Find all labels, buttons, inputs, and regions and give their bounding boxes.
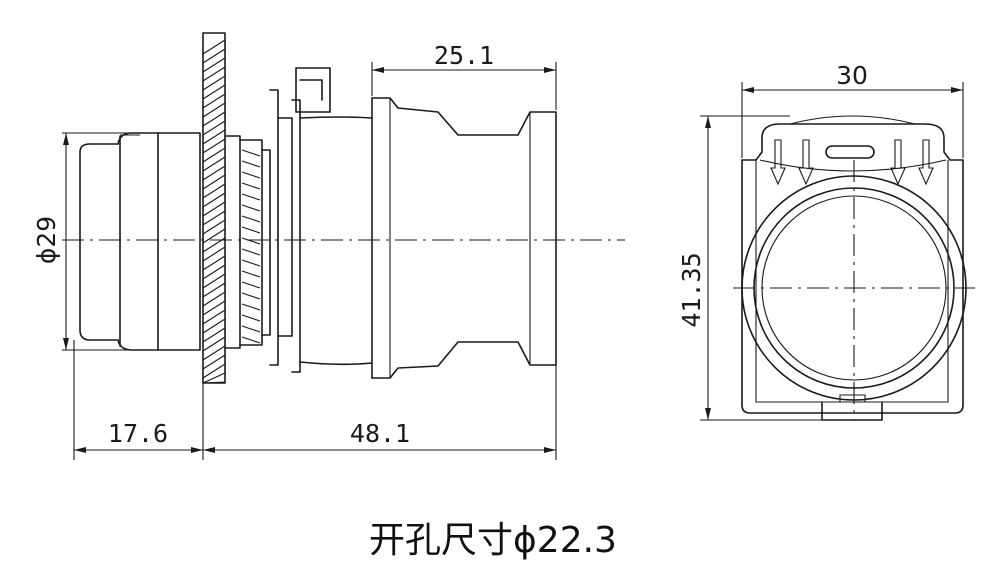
hatch-line	[202, 201, 226, 217]
thread-line	[241, 226, 261, 234]
dim-diameter-label: ϕ29	[32, 216, 61, 264]
thread-line	[241, 270, 261, 278]
thread-line	[241, 281, 261, 289]
hatch-line	[202, 363, 226, 379]
hatch-line	[202, 48, 226, 64]
mounting-panel	[202, 32, 226, 384]
hatch-line	[202, 120, 226, 136]
thread-line	[241, 303, 261, 311]
thread-line	[241, 336, 261, 344]
cutout-caption: 开孔尺寸ϕ22.3	[369, 520, 617, 561]
down-arrow-icon	[890, 139, 906, 186]
hatch-line	[202, 147, 226, 163]
thread-line	[241, 248, 261, 256]
hatch-line	[202, 291, 226, 307]
hatch-line	[202, 219, 226, 235]
thread-line	[241, 193, 261, 201]
hatch-line	[202, 246, 226, 262]
hatch-line	[202, 381, 226, 384]
thread-line	[241, 204, 261, 212]
hatch-line	[202, 309, 226, 325]
hatch-line	[202, 129, 226, 145]
thread-line	[241, 237, 261, 245]
hatch-line	[202, 84, 226, 100]
thread-line	[241, 314, 261, 322]
hatch-line	[202, 264, 226, 280]
thread-line	[241, 292, 261, 300]
dim-width: 30	[741, 61, 964, 158]
contact-block	[371, 97, 557, 379]
hatch-line	[202, 174, 226, 190]
hatch-line	[202, 318, 226, 334]
hatch-line	[202, 354, 226, 370]
hatch-line	[202, 372, 226, 384]
dim-top-length-label: 25.1	[434, 41, 494, 70]
hatch-line	[202, 345, 226, 361]
mounting-adaptor	[269, 67, 373, 373]
thread-line	[241, 182, 261, 190]
down-arrow-icon	[798, 139, 814, 186]
hatch-line	[202, 255, 226, 271]
hatch-line	[202, 282, 226, 298]
hatch-line	[202, 39, 226, 55]
thread-line	[241, 171, 261, 179]
dim-height-label: 41.35	[677, 252, 706, 327]
hatch-line	[202, 228, 226, 244]
down-arrow-icon	[918, 139, 934, 186]
hatch-line	[202, 156, 226, 172]
down-arrow-icon	[770, 139, 786, 186]
hatch-line	[202, 192, 226, 208]
hatch-line	[202, 75, 226, 91]
front-housing	[741, 115, 964, 421]
dim-front-length-label: 17.6	[108, 419, 168, 448]
hatch-line	[202, 273, 226, 289]
dim-bottom: 17.6 48.1	[73, 340, 557, 460]
button-head	[62, 132, 201, 351]
thread-line	[241, 259, 261, 267]
hatch-line	[202, 210, 226, 226]
side-view: 25.1 ϕ29 17.6 48.1	[32, 32, 625, 460]
hatch-line	[202, 102, 226, 118]
dim-width-label: 30	[836, 61, 868, 90]
dim-height: 41.35	[677, 115, 822, 421]
thread-line	[241, 149, 261, 157]
dim-top-length: 25.1	[371, 41, 557, 110]
hatch-line	[202, 111, 226, 127]
hatch-line	[202, 66, 226, 82]
dim-total-length-label: 48.1	[350, 419, 410, 448]
front-view: 30 41.35	[677, 61, 975, 421]
hatch-line	[202, 57, 226, 73]
thread-line	[241, 325, 261, 333]
hatch-line	[202, 300, 226, 316]
hatch-line	[202, 183, 226, 199]
hatch-line	[202, 327, 226, 343]
hatch-line	[202, 93, 226, 109]
dim-diameter: ϕ29	[32, 133, 69, 350]
bezel-ring	[224, 135, 271, 349]
hatch-line	[202, 336, 226, 352]
hatch-line	[202, 138, 226, 154]
thread-line	[241, 160, 261, 168]
hatch-line	[202, 165, 226, 181]
thread-line	[241, 215, 261, 223]
